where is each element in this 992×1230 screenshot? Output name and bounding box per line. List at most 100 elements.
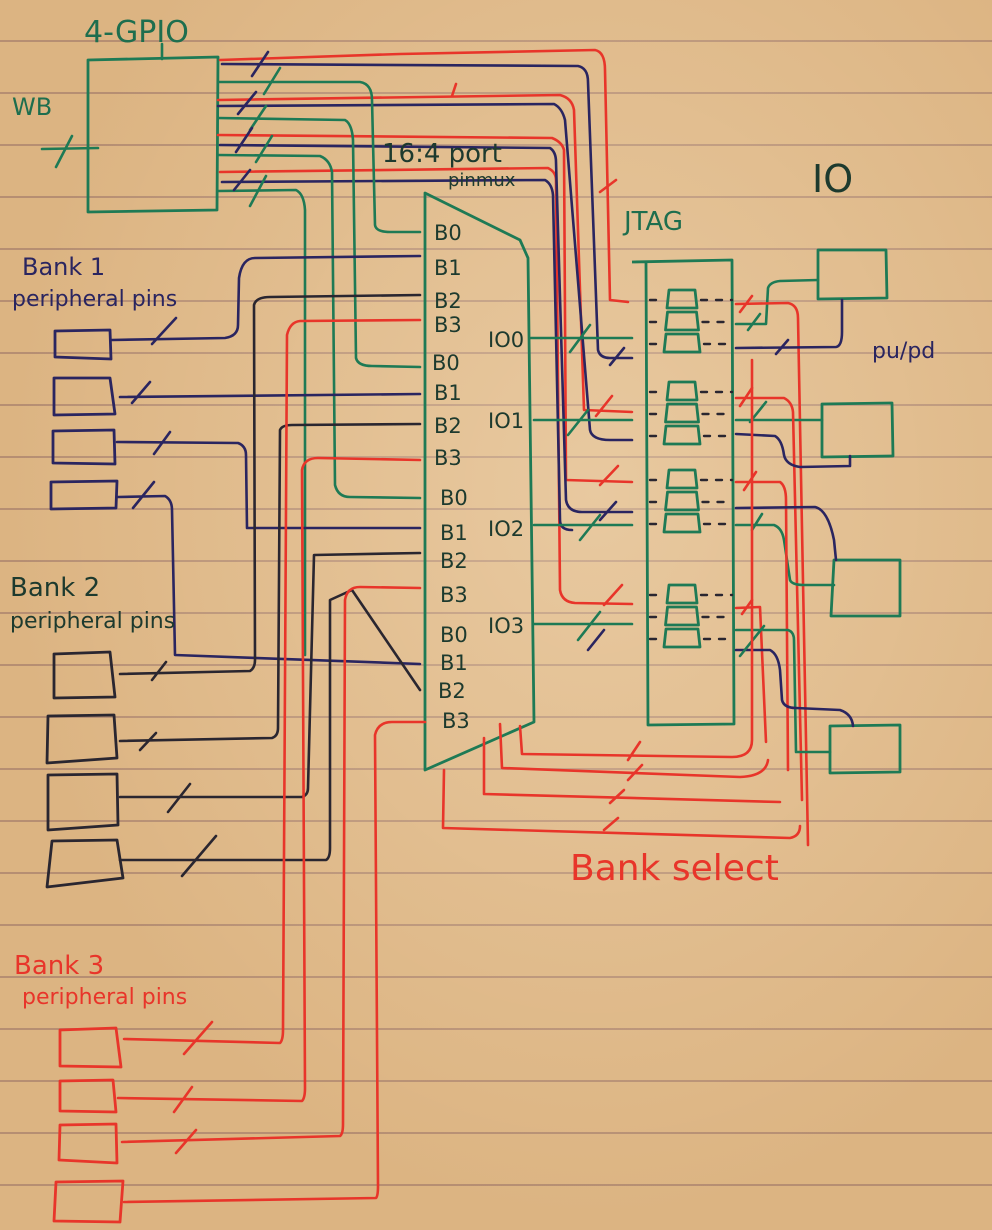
bus-width-tick (150, 660, 168, 682)
io0-oe-wire (734, 301, 810, 847)
bank-3-pin-0 (58, 1026, 123, 1069)
bus-width-tick (738, 294, 754, 314)
gpio0-out-wire (220, 62, 634, 360)
mux-output-label-io2: IO2 (488, 517, 524, 541)
gpio3-out-wire (220, 178, 574, 532)
mux-input-label: B1 (434, 256, 462, 280)
bank-1-label-line1: Bank 1 (22, 253, 105, 281)
mux-input-label: B0 (432, 351, 460, 375)
mux-input-label: B3 (440, 583, 468, 607)
bank-1-wire-2 (115, 440, 422, 530)
io-pad-1 (820, 401, 895, 459)
bank-1-wire-1 (118, 392, 422, 399)
bank-2-label-line2: peripheral pins (10, 609, 175, 634)
bank-3: Bank 3 peripheral pins (14, 318, 427, 1224)
bank-2-pin-3 (45, 838, 125, 889)
jtag-scan-cell (664, 310, 700, 332)
wb-bus-wire (40, 146, 100, 151)
jtag-scan-cell (665, 380, 699, 402)
bank-1-pin-2 (51, 428, 117, 466)
io3-pull-wire (734, 648, 855, 728)
bus-width-tick (608, 346, 626, 367)
bus-width-tick (568, 323, 592, 354)
bus-width-tick (166, 782, 192, 814)
mux-input-label: B2 (434, 289, 462, 313)
bank-1-wire-3 (116, 494, 422, 666)
mux-input-label: B1 (440, 651, 468, 675)
bank-1-pin-3 (49, 479, 119, 511)
mux-input-label: B0 (440, 486, 468, 510)
jtag-scan-cell (665, 288, 699, 310)
gpio2-in-wire (216, 153, 422, 500)
pinmux-label-line1: 16:4 port (382, 139, 502, 169)
bank-2-pin-2 (46, 772, 120, 832)
bank-select-wire-3 (441, 768, 802, 840)
bus-width-tick (236, 90, 258, 116)
pinmux-label-line2: pinmux (448, 170, 516, 191)
bus-width-tick (138, 731, 158, 752)
bank-3-pin-1 (58, 1078, 118, 1114)
io3-data-wire (734, 628, 832, 754)
bus-width-tick (602, 583, 624, 607)
bank-1-pin-0 (53, 328, 113, 361)
bank-select-label: Bank select (570, 848, 779, 889)
bus-width-tick (248, 104, 268, 132)
gpio3-in-wire (216, 188, 307, 657)
bus-width-tick (262, 66, 282, 96)
io-pad-2 (829, 558, 902, 618)
gpio1-oe-wire (216, 93, 634, 414)
bank-select-wire-2 (482, 736, 782, 804)
mux-output-label-io0: IO0 (488, 328, 524, 352)
jtag-scan-cell (662, 627, 702, 649)
pull-up-down-label: pu/pd (872, 339, 935, 364)
bus-width-tick (150, 316, 178, 346)
io3-oe-wire (734, 605, 768, 744)
mux-input-label: B1 (434, 381, 462, 405)
bank-1-wire-0 (110, 254, 422, 342)
bank-3-label-line1: Bank 3 (14, 951, 104, 981)
bank-3-wire-2 (120, 585, 422, 1144)
mux-input-label: B2 (440, 549, 468, 573)
mux-input-label: B3 (434, 313, 462, 337)
bus-width-tick (152, 430, 172, 456)
bus-width-tick (248, 174, 268, 208)
io1-oe-wire (734, 396, 804, 802)
bus-width-tick (254, 134, 274, 164)
bus-width-tick (576, 610, 602, 642)
bank-select: Bank select (441, 358, 802, 889)
mux-input-label: B2 (434, 414, 462, 438)
bank-3-wire-1 (116, 456, 422, 1103)
bank-3-pin-3 (52, 1179, 125, 1224)
bus-width-tick (598, 464, 620, 487)
bus-width-tick (598, 500, 618, 522)
bus-width-tick (626, 763, 644, 782)
jtag-label: JTAG (622, 207, 683, 237)
jtag-scan-cell (662, 512, 702, 534)
bus-width-tick (774, 338, 790, 356)
gpio0-in-wire (216, 80, 422, 234)
mux-output-label-io1: IO1 (488, 409, 524, 433)
bus-width-tick (602, 816, 620, 832)
jtag-outline (631, 258, 736, 727)
bank-1-label-line2: peripheral pins (12, 287, 177, 312)
jtag-scan-cell (662, 332, 702, 354)
bus-width-tick (234, 126, 254, 154)
bus-width-tick (131, 480, 156, 510)
bus-width-tick (172, 1085, 194, 1114)
io-pad-0 (816, 248, 889, 301)
bus-width-tick (578, 513, 602, 542)
gpio-block: 4-GPIO WB (12, 15, 220, 214)
bus-width-tick (232, 168, 252, 192)
gpio-label: 4-GPIO (84, 15, 189, 50)
bus-width-tick (738, 386, 754, 408)
jtag-scan-cell (665, 583, 699, 605)
bank-2-wire-0 (118, 293, 422, 676)
bank-select-wire-0 (518, 358, 754, 759)
bank-2-pin-0 (52, 650, 117, 700)
bus-width-tick (586, 628, 606, 652)
gpio0-oe-wire (218, 48, 630, 304)
io0-data-wire (734, 278, 820, 326)
mux-output-wires (529, 323, 634, 652)
bank-3-label-line2: peripheral pins (22, 985, 187, 1010)
